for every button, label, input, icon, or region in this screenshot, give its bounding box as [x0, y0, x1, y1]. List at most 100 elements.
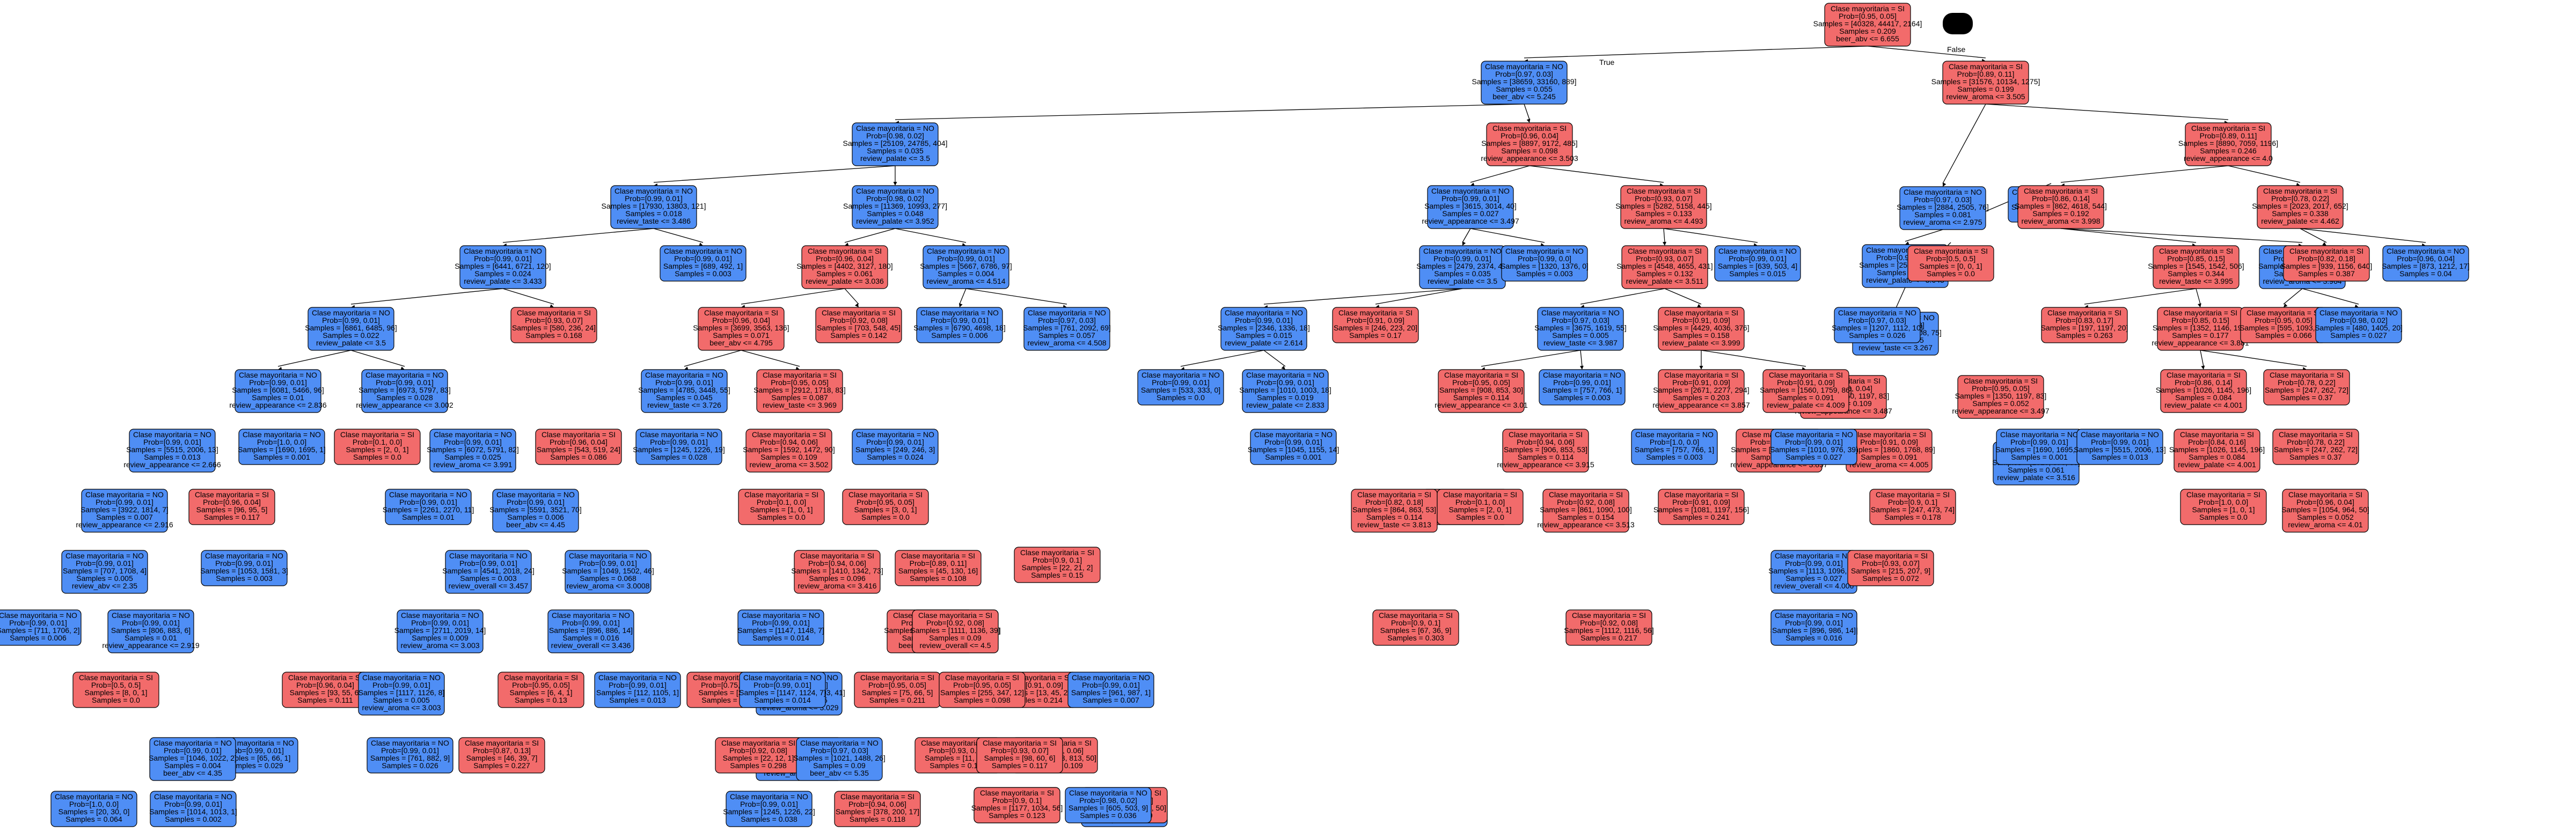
node-line: Clase mayoritaria = SI [1664, 371, 1738, 379]
node-line: Samples = [1010, 1003, 18] [1239, 386, 1331, 394]
node-line: Samples = 0.01 [125, 634, 177, 642]
tree-edge [1375, 288, 1463, 305]
tree-edge [1701, 350, 1806, 367]
node-box [1847, 550, 1934, 586]
node-line: Clase mayoritaria = NO [645, 371, 723, 379]
node-line: Prob=[0.99, 0.01] [1441, 194, 1499, 203]
node-line: Samples = 0.052 [2297, 513, 2354, 521]
node-line: Samples = [1081, 1197, 156] [1653, 505, 1749, 514]
node-line: review_palate <= 2.833 [1246, 401, 1324, 409]
node-line: Clase mayoritaria = NO [65, 551, 144, 560]
node-line: Samples = 0.09 [813, 761, 866, 770]
node-box [149, 737, 236, 781]
node-line: Prob=[1.0, 0.0] [69, 800, 119, 808]
node-box [939, 672, 1026, 708]
node-line: Samples = [1350, 1197, 83] [1955, 392, 2047, 400]
node-line: Samples = [861, 1090, 100] [1540, 505, 1632, 514]
node-line: Clase mayoritaria = SI [2246, 308, 2321, 317]
node-line: Prob=[0.9, 0.1] [1888, 498, 1937, 506]
node-line: Clase mayoritaria = SI [2270, 371, 2344, 379]
node-line: Prob=[0.91, 0.09] [1860, 438, 1918, 446]
node-line: Samples = [1046, 1022, 2] [149, 754, 237, 762]
node-line: Samples = [2346, 1336, 18] [1218, 323, 1310, 332]
node-line: Samples = 0.025 [444, 453, 501, 461]
node-line: Prob=[0.9, 0.1] [1391, 619, 1440, 627]
node-line: Prob=[0.99, 0.01] [474, 254, 532, 263]
node-line: Prob=[0.99, 0.01] [1729, 254, 1787, 263]
node-line: Clase mayoritaria = NO [239, 371, 317, 379]
tree-edge [2200, 350, 2307, 367]
node-line: Samples = [22, 12, 1] [723, 754, 794, 762]
node-line: Samples = [1177, 1034, 56] [971, 804, 1063, 812]
tree-edge [1664, 288, 1702, 305]
node-box [1658, 307, 1745, 351]
node-box [1427, 185, 1514, 229]
node-line: Samples = [46, 39, 7] [466, 754, 538, 762]
node-line: Samples = [1320, 1376, 0] [1501, 262, 1589, 270]
node-line: Prob=[0.99, 0.01] [322, 316, 380, 325]
node-box [50, 791, 137, 827]
node-line: review_aroma <= 3.502 [749, 460, 828, 469]
node-box [745, 429, 832, 473]
node-line: Clase mayoritaria = NO [856, 187, 934, 195]
tree-edge [1580, 288, 1665, 305]
edge-arrowhead [1905, 241, 1909, 245]
node-line: Samples = 0.003 [1516, 269, 1573, 278]
node-line: Prob=[0.83, 0.17] [2055, 316, 2113, 325]
node-box [738, 489, 825, 525]
node-line: Samples = 0.0 [92, 696, 140, 704]
node-line: Samples = [247, 262, 72] [2274, 445, 2358, 454]
node-box [1486, 122, 1573, 166]
node-line: Clase mayoritaria = SI [2279, 430, 2353, 439]
node-line: Clase mayoritaria = SI [465, 739, 539, 747]
node-line: review_aroma <= 3.003 [362, 703, 441, 712]
tree-edge [1524, 104, 1530, 120]
node-line: Samples = 0.055 [1496, 85, 1553, 93]
tree-edge [1481, 350, 1581, 367]
node-line: review_taste <= 3.987 [1543, 338, 1618, 347]
edge-arrowhead [893, 182, 897, 186]
node-box [397, 609, 484, 653]
node-line: Samples = 0.035 [867, 146, 924, 155]
node-line: Clase mayoritaria = NO [598, 673, 677, 682]
node-line: Samples = 0.027 [1785, 574, 1842, 583]
node-box [2017, 185, 2104, 229]
tree-edge [2302, 288, 2359, 305]
node-line: Samples = [40328, 44417, 2164] [1813, 19, 1922, 28]
node-line: Prob=[0.89, 0.11] [1957, 70, 2015, 78]
node-line: Samples = [255, 347, 12] [940, 688, 1024, 697]
node-line: Clase mayoritaria = NO [449, 551, 528, 560]
tree-edge [684, 350, 742, 367]
node-line: Clase mayoritaria = NO [1246, 371, 1324, 379]
edge-arrowhead [1462, 241, 1466, 246]
node-line: review_appearance <= 3.857 [1652, 401, 1750, 409]
node-line: Samples = 0.091 [1861, 453, 1918, 461]
node-line: Clase mayoritaria = NO [1141, 371, 1220, 379]
node-line: Prob=[0.99, 0.01] [76, 559, 134, 568]
node-line: Clase mayoritaria = SI [744, 490, 818, 499]
tree-edge [653, 165, 896, 183]
node-line: Samples = [2479, 2374, 40] [1416, 262, 1509, 270]
node-line: Samples = 0.003 [460, 574, 517, 583]
node-line: Clase mayoritaria = NO [0, 611, 77, 620]
node-line: Prob=[0.96, 0.04] [816, 254, 874, 263]
node-line: Clase mayoritaria = SI [1549, 490, 1623, 499]
node-line: Prob=[0.99, 0.01] [444, 438, 502, 446]
node-box [726, 791, 813, 827]
node-box [852, 185, 939, 229]
node-line: Prob=[0.93, 0.07] [1862, 559, 1920, 568]
